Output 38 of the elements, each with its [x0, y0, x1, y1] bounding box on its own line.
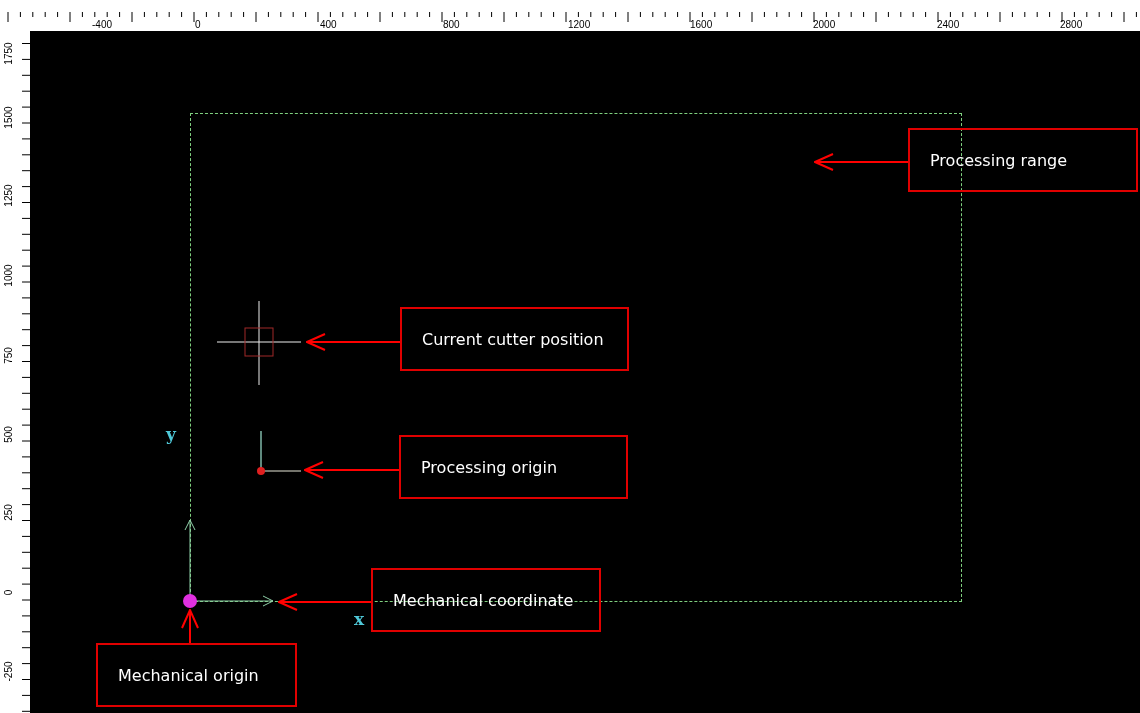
- ruler-tick-label: 1200: [568, 19, 591, 30]
- processing-origin-marker: [257, 430, 302, 475]
- ruler-tick-label: 0: [2, 588, 14, 598]
- axis-label: y: [166, 424, 176, 444]
- ruler-tick-label: 1600: [690, 19, 713, 30]
- ruler-tick-label: 1750: [2, 41, 14, 67]
- ruler-tick-label: 2000: [813, 19, 836, 30]
- ruler-tick-label: -400: [92, 19, 112, 30]
- callout-text: Current cutter position: [422, 329, 604, 349]
- callout-text: Processing range: [930, 150, 1068, 170]
- callout-text: Mechanical coordinate: [393, 590, 574, 610]
- ruler-tick-label: 2400: [937, 19, 960, 30]
- callout-box: [908, 128, 1138, 192]
- arrow: [306, 333, 401, 351]
- ruler-tick-label: 400: [320, 19, 337, 30]
- coordinate-axes: [184, 519, 274, 607]
- arrow: [181, 609, 199, 644]
- callout-box: [371, 568, 601, 632]
- ruler-tick-label: 1500: [2, 105, 14, 131]
- axis-label: x: [354, 609, 365, 629]
- ruler-tick-label: 800: [443, 19, 460, 30]
- callout-box: [96, 643, 297, 707]
- arrow: [814, 153, 909, 171]
- ruler-tick-label: 750: [2, 346, 14, 366]
- callout-text: Processing origin: [421, 457, 558, 477]
- arrow: [278, 593, 372, 611]
- cutter-crosshair-icon: [216, 300, 302, 386]
- ruler-tick-label: 1000: [2, 263, 14, 289]
- ruler-tick-label: 250: [2, 503, 14, 523]
- callout-box: [400, 307, 629, 371]
- ruler-tick-label: 0: [195, 19, 201, 30]
- arrow: [304, 461, 400, 479]
- callout-text: Mechanical origin: [118, 665, 259, 685]
- ruler-tick-label: 500: [2, 425, 14, 445]
- ruler-tick-label: 1250: [2, 183, 14, 209]
- ruler-tick-label: 2800: [1060, 19, 1083, 30]
- ruler-tick-label: -250: [2, 660, 14, 684]
- callout-box: [399, 435, 628, 499]
